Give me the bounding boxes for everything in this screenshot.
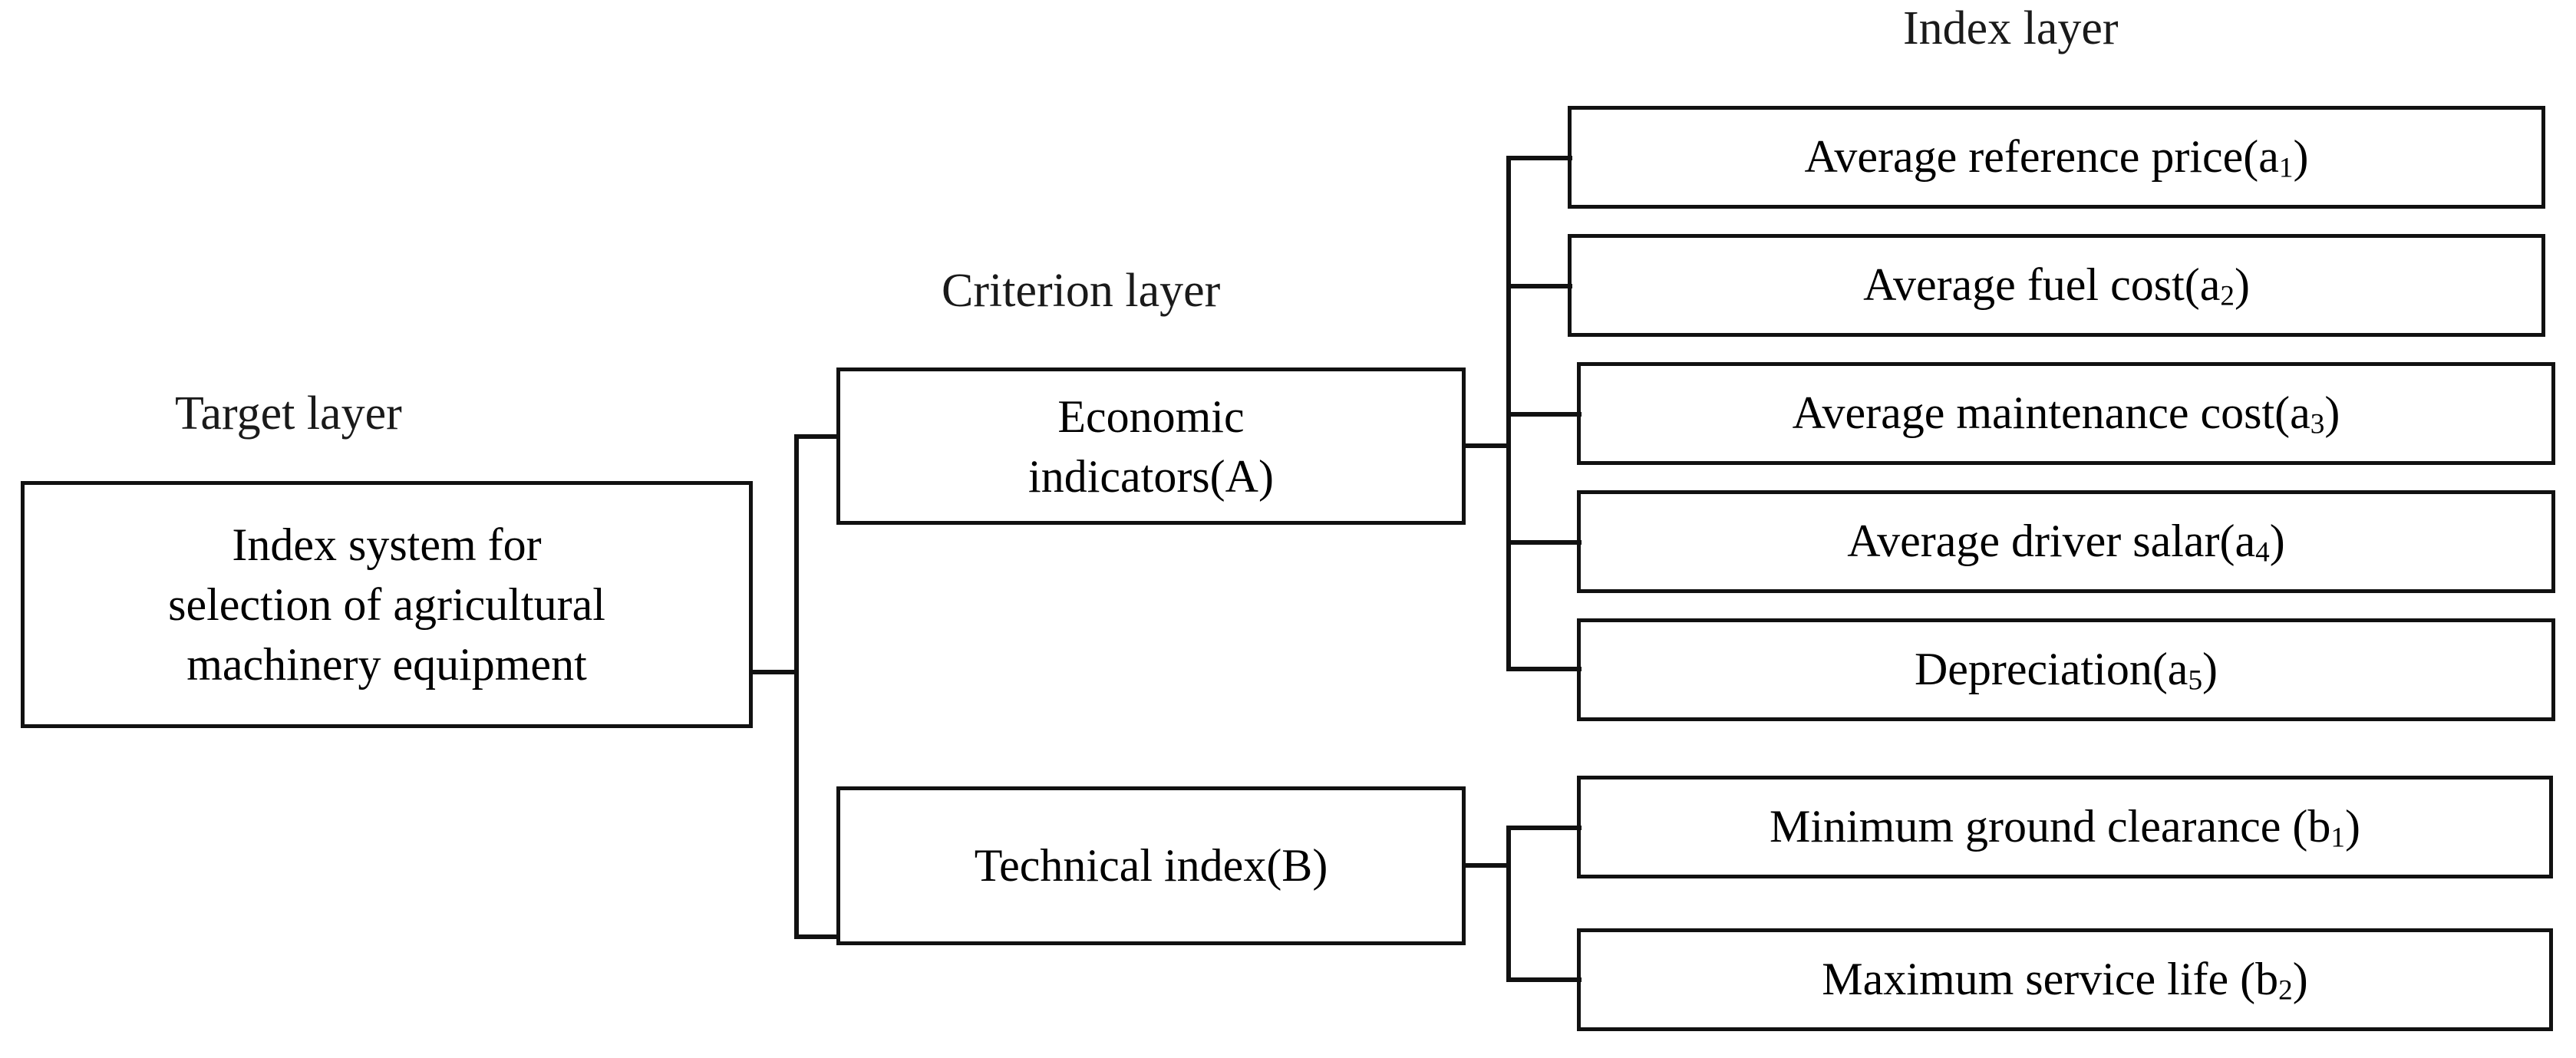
index-node-b2-text: Maximum service life (b2) [1588, 953, 2541, 1007]
criterion-node-economic-indicators[interactable]: Economic indicators(A) [836, 367, 1466, 525]
index-node-b1-label: Minimum ground clearance (b [1769, 801, 2331, 852]
index-node-a1-sub: 1 [2278, 152, 2294, 184]
index-node-a5-text: Depreciation(a5) [1588, 643, 2544, 697]
index-node-b1-tail: ) [2345, 801, 2360, 852]
index-node-a3-sub: 3 [2310, 408, 2325, 440]
connector-to-technical-index [794, 934, 839, 939]
index-node-a2-tail: ) [2234, 259, 2250, 311]
target-node-line2: selection of agricultural [168, 579, 605, 630]
index-layer-heading: Index layer [1903, 2, 2119, 54]
index-node-a5-label: Depreciation(a [1914, 644, 2188, 695]
criterion-layer-heading: Criterion layer [942, 265, 1221, 317]
connector-to-a3 [1506, 412, 1582, 417]
index-node-a4-sub: 4 [2255, 536, 2270, 569]
connector-technical-stub [1462, 863, 1509, 868]
criterion-node-economic-line1: Economic [1057, 391, 1245, 442]
criterion-node-technical-index[interactable]: Technical index(B) [836, 786, 1466, 945]
index-node-a2-label: Average fuel cost(a [1863, 259, 2221, 311]
index-node-a1-label: Average reference price(a [1804, 131, 2279, 183]
criterion-node-economic-line2: indicators(A) [1028, 450, 1274, 502]
connector-to-a4 [1506, 540, 1582, 545]
index-node-a2-sub: 2 [2220, 280, 2235, 312]
target-node-text: Index system for selection of agricultura… [32, 515, 741, 694]
connector-to-a5 [1506, 667, 1582, 671]
connector-to-a1 [1506, 156, 1572, 160]
index-node-a1-tail: ) [2293, 131, 2309, 183]
index-node-b2[interactable]: Maximum service life (b2) [1577, 928, 2553, 1031]
connector-technical-index-spine [1506, 826, 1511, 981]
connector-to-b2 [1506, 977, 1582, 982]
index-node-b1-sub: 1 [2330, 822, 2346, 854]
index-node-a1-text: Average reference price(a1) [1579, 130, 2534, 184]
connector-target-stub [753, 670, 799, 674]
index-node-a5[interactable]: Depreciation(a5) [1577, 618, 2555, 721]
connector-to-a2 [1506, 284, 1572, 288]
index-node-a3-label: Average maintenance cost(a [1792, 387, 2310, 439]
connector-economic-stub [1462, 443, 1509, 448]
index-node-a3-tail: ) [2324, 387, 2340, 439]
index-node-a2-text: Average fuel cost(a2) [1579, 259, 2534, 312]
index-node-a3-text: Average maintenance cost(a3) [1588, 387, 2544, 440]
index-node-a2[interactable]: Average fuel cost(a2) [1568, 234, 2545, 337]
index-node-b2-label: Maximum service life (b [1822, 954, 2279, 1005]
connector-to-economic-indicators [794, 434, 839, 439]
index-node-a1[interactable]: Average reference price(a1) [1568, 106, 2545, 209]
criterion-node-technical-text: Technical index(B) [974, 839, 1328, 891]
criterion-node-economic-text: Economic indicators(A) [848, 387, 1454, 506]
index-node-b2-tail: ) [2292, 954, 2308, 1005]
index-node-a4-text: Average driver salar(a4) [1588, 515, 2544, 569]
index-node-a5-sub: 5 [2188, 664, 2203, 697]
connector-criterion-spine [794, 434, 799, 939]
index-node-a4-label: Average driver salar(a [1847, 516, 2256, 567]
target-node-line1: Index system for [232, 519, 542, 570]
connector-to-b1 [1506, 826, 1582, 830]
index-node-a4[interactable]: Average driver salar(a4) [1577, 490, 2555, 593]
index-node-b2-sub: 2 [2278, 974, 2293, 1007]
index-node-a4-tail: ) [2269, 516, 2285, 567]
target-node-line3: machinery equipment [186, 639, 587, 690]
index-node-a5-tail: ) [2202, 644, 2218, 695]
index-node-a3[interactable]: Average maintenance cost(a3) [1577, 362, 2555, 465]
target-layer-heading: Target layer [175, 387, 402, 440]
index-node-b1[interactable]: Minimum ground clearance (b1) [1577, 776, 2553, 878]
target-node-goal[interactable]: Index system for selection of agricultura… [21, 481, 753, 728]
index-node-b1-text: Minimum ground clearance (b1) [1588, 800, 2541, 854]
